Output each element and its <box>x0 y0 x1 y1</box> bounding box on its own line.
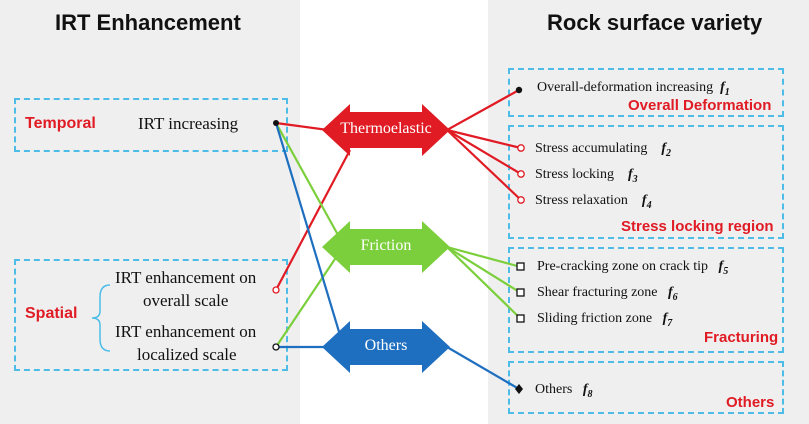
f7-square <box>516 314 525 323</box>
others-box <box>508 361 784 414</box>
thermoelastic-links <box>275 89 522 291</box>
localized-scale-circle <box>272 343 280 351</box>
fracturing-item-1: Pre-cracking zone on crack tip f5 <box>537 259 729 277</box>
friction-links <box>275 122 522 348</box>
left-panel <box>0 0 300 424</box>
irt-increasing-dot <box>273 120 279 126</box>
stress-locking-label: Stress locking region <box>621 218 774 235</box>
f6-square <box>516 288 525 297</box>
spatial-brace <box>91 284 111 352</box>
overall-deformation-label: Overall Deformation <box>628 97 772 114</box>
spatial-overall-line2: overall scale <box>143 291 229 310</box>
fracturing-item-2: Shear fracturing zone f6 <box>537 285 678 303</box>
friction-arrow <box>322 221 450 273</box>
others-item: Others f8 <box>535 382 593 400</box>
irt-increasing-text: IRT increasing <box>138 114 239 133</box>
spatial-overall-line1: IRT enhancement on <box>115 268 257 287</box>
fracturing-label: Fracturing <box>704 329 779 346</box>
thermoelastic-label: Thermoelastic <box>340 120 432 137</box>
stress-item-1: Stress accumulating f2 <box>535 141 672 159</box>
overall-scale-circle <box>272 286 280 294</box>
overall-deformation-box <box>508 68 784 117</box>
f5-square <box>516 262 525 271</box>
thermoelastic-arrow <box>322 104 450 156</box>
f8-diamond <box>515 384 523 394</box>
others-arrow-label: Others <box>364 337 408 354</box>
others-arrow <box>322 321 450 373</box>
spatial-label: Spatial <box>25 305 78 322</box>
stress-locking-box <box>508 125 784 239</box>
fracturing-box <box>508 247 784 353</box>
left-title: IRT Enhancement <box>55 10 241 35</box>
overall-deformation-item: Overall-deformation increasing f1 <box>537 80 730 98</box>
spatial-box <box>14 259 288 371</box>
spatial-localized-line2: localized scale <box>137 345 237 364</box>
spatial-localized-line1: IRT enhancement on <box>115 322 257 341</box>
f2-circle <box>517 144 525 152</box>
friction-label: Friction <box>360 237 412 254</box>
stress-item-2: Stress locking f3 <box>535 167 638 185</box>
f3-circle <box>517 170 525 178</box>
others-label: Others <box>726 394 775 411</box>
right-title: Rock surface variety <box>547 10 763 35</box>
f1-dot <box>515 86 523 94</box>
f4-circle <box>517 196 525 204</box>
fracturing-item-3: Sliding friction zone f7 <box>537 311 673 329</box>
temporal-label: Temporal <box>25 115 96 132</box>
stress-item-3: Stress relaxation f4 <box>535 193 652 211</box>
right-panel <box>488 0 809 424</box>
